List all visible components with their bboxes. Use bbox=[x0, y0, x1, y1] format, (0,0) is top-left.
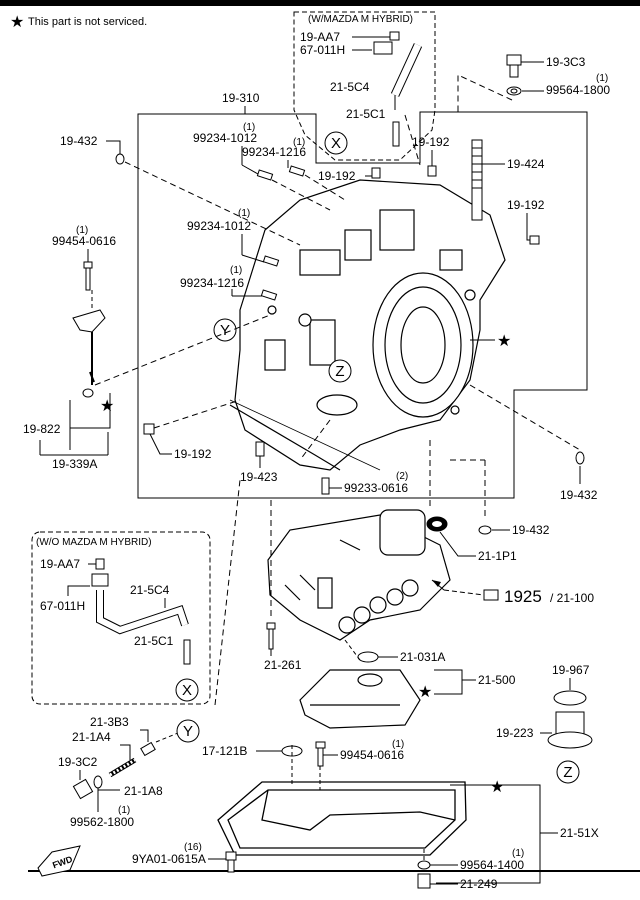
part-label: 21-5C1 bbox=[346, 107, 386, 121]
oil-strainer bbox=[299, 669, 421, 729]
part-label: 99454-0616 bbox=[340, 748, 404, 762]
callout-y: Y bbox=[220, 322, 230, 339]
part-label: 9YA01-0615A bbox=[132, 852, 206, 866]
part-label: 19-432 bbox=[560, 488, 598, 502]
part-qty: (1) bbox=[118, 805, 130, 816]
part-label: 21-5C1 bbox=[134, 634, 174, 648]
top-rule bbox=[0, 0, 640, 6]
part-label: 21-51X bbox=[560, 826, 599, 840]
part-label: 67-011H bbox=[40, 599, 85, 613]
frame-label: 19-310 bbox=[222, 91, 260, 105]
part-label: 19-223 bbox=[496, 726, 534, 740]
callout-y: Y bbox=[183, 723, 193, 740]
part-label: 67-011H bbox=[300, 43, 345, 57]
part-label: 19-424 bbox=[507, 157, 545, 171]
part-label: 19-432 bbox=[60, 134, 98, 148]
part-qty: (1) bbox=[596, 73, 608, 84]
part-label: 19-3C2 bbox=[58, 755, 98, 769]
non-hybrid-box: (W/O MAZDA M HYBRID) 19-AA7 67-011H 21-5… bbox=[31, 531, 211, 705]
part-label: 19-423 bbox=[240, 470, 278, 484]
part-label: 21-031A bbox=[400, 650, 445, 664]
part-label: 21-1A4 bbox=[72, 730, 111, 744]
part-qty: (1) bbox=[512, 848, 524, 859]
legend-note: This part is not serviced. bbox=[28, 16, 147, 28]
part-qty: (1) bbox=[238, 208, 250, 219]
part-label: 21-249 bbox=[460, 877, 498, 891]
hybrid-box-title: (W/MAZDA M HYBRID) bbox=[308, 14, 413, 25]
part-qty: (16) bbox=[184, 842, 202, 853]
oil-pan bbox=[217, 781, 467, 856]
hybrid-box: (W/MAZDA M HYBRID) 19-AA7 67-011H 21-5C4… bbox=[293, 11, 436, 161]
part-label: 19-192 bbox=[318, 169, 356, 183]
part-label: 17-121B bbox=[202, 744, 247, 758]
part-label: 99234-1012 bbox=[193, 131, 257, 145]
star-icon: ★ bbox=[10, 14, 24, 31]
valve-body bbox=[267, 509, 451, 641]
part-label: 19-192 bbox=[507, 198, 545, 212]
part-label: 99564-1400 bbox=[460, 858, 524, 872]
part-label: 19-967 bbox=[552, 663, 590, 677]
part-label: 21-3B3 bbox=[90, 715, 129, 729]
part-label: 21-261 bbox=[264, 658, 302, 672]
star-icon: ★ bbox=[490, 779, 504, 796]
part-qty: (1) bbox=[243, 122, 255, 133]
part-qty: (1) bbox=[392, 739, 404, 750]
part-label: 99454-0616 bbox=[52, 234, 116, 248]
part-label: 99234-1012 bbox=[187, 219, 251, 233]
part-label: 21-5C4 bbox=[130, 583, 170, 597]
bottom-rule bbox=[28, 870, 640, 872]
callout-x: X bbox=[182, 682, 192, 699]
callout-z: Z bbox=[335, 363, 344, 380]
part-qty: (1) bbox=[76, 225, 88, 236]
part-label: 19-3C3 bbox=[546, 55, 586, 69]
part-label: 99562-1800 bbox=[70, 815, 134, 829]
part-label: 19-339A bbox=[52, 457, 97, 471]
fwd-arrow-icon: FWD bbox=[37, 845, 81, 877]
part-label: 21-5C4 bbox=[330, 80, 370, 94]
part-label: 19-192 bbox=[174, 447, 212, 461]
part-label: 21-1A8 bbox=[124, 784, 163, 798]
part-label: 21-1P1 bbox=[478, 549, 517, 563]
part-label: 19-AA7 bbox=[40, 557, 80, 571]
non-hybrid-box-title: (W/O MAZDA M HYBRID) bbox=[36, 537, 152, 548]
star-icon: ★ bbox=[100, 398, 114, 415]
bolt-19-3c3 bbox=[457, 54, 544, 112]
part-qty: (2) bbox=[396, 471, 408, 482]
part-label: 21-500 bbox=[478, 673, 516, 687]
hand-pointer-icon bbox=[483, 589, 499, 601]
callout-z: Z bbox=[563, 764, 572, 781]
star-icon: ★ bbox=[497, 333, 511, 350]
part-label: 99234-1216 bbox=[180, 276, 244, 290]
part-label: 19-822 bbox=[23, 422, 61, 436]
part-label: 99233-0616 bbox=[344, 481, 408, 495]
part-label: 99564-1800 bbox=[546, 83, 610, 97]
transmission-case bbox=[229, 179, 506, 471]
part-label: 19-AA7 bbox=[300, 30, 340, 44]
callout-x: X bbox=[331, 135, 341, 152]
part-label: 19-192 bbox=[412, 135, 450, 149]
ref-link-sub[interactable]: / 21-100 bbox=[550, 591, 594, 605]
part-label: 99234-1216 bbox=[242, 145, 306, 159]
part-qty: (1) bbox=[293, 137, 305, 148]
star-icon: ★ bbox=[418, 684, 432, 701]
part-qty: (1) bbox=[230, 265, 242, 276]
main-frame bbox=[137, 111, 588, 499]
part-label: 19-432 bbox=[512, 523, 550, 537]
ref-link[interactable]: 1925 bbox=[504, 587, 542, 606]
